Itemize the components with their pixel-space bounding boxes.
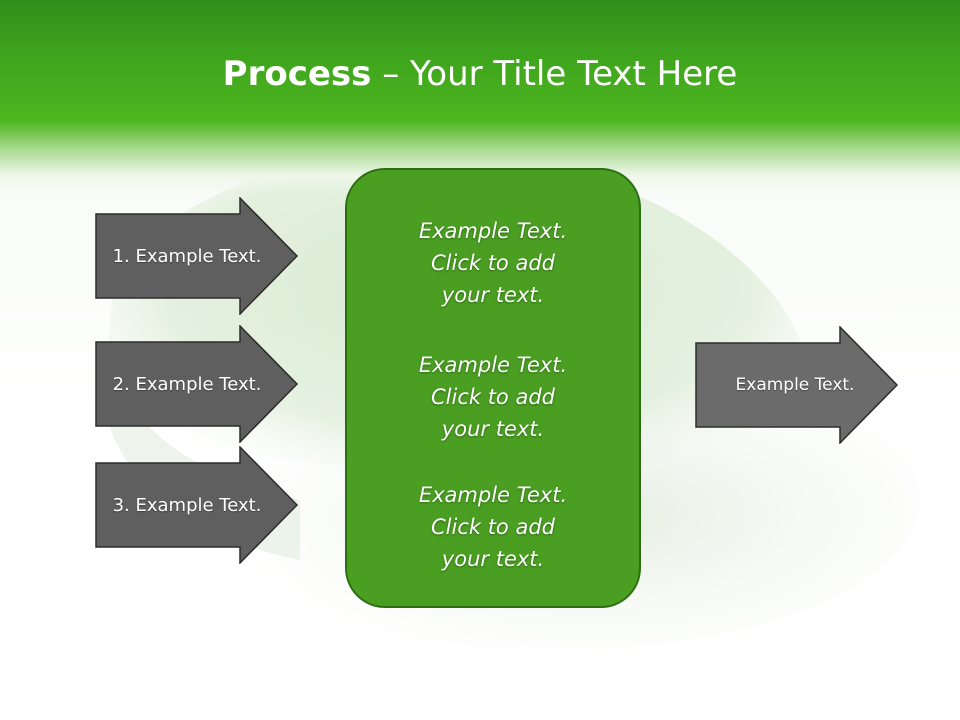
- left-arrow-3-label: 3. Example Text.: [112, 494, 262, 516]
- title-dash: –: [371, 54, 411, 94]
- arrow-shape-icon: [95, 325, 299, 443]
- left-arrow-2[interactable]: 2. Example Text.: [95, 325, 299, 443]
- left-arrow-2-label: 2. Example Text.: [112, 373, 262, 395]
- text-block-3-line-2: Click to add: [430, 515, 555, 539]
- text-block-3-line-3: your text.: [441, 547, 545, 571]
- arrow-shape-icon: [95, 197, 299, 315]
- text-block-2: Example Text. Click to add your text.: [347, 349, 639, 445]
- right-arrow[interactable]: Example Text.: [695, 326, 899, 444]
- text-block-2-line-3: your text.: [441, 417, 545, 441]
- slide-title: Process – Your Title Text Here: [0, 50, 960, 98]
- right-arrow-label: Example Text.: [735, 375, 855, 395]
- left-arrow-1[interactable]: 1. Example Text.: [95, 197, 299, 315]
- title-rest: Your Title Text Here: [410, 54, 738, 94]
- text-block-1-line-2: Click to add: [430, 251, 555, 275]
- text-block-1-line-3: your text.: [441, 283, 545, 307]
- title-strong: Process: [222, 54, 372, 94]
- left-arrow-3[interactable]: 3. Example Text.: [95, 446, 299, 564]
- text-block-3-line-1: Example Text.: [418, 483, 568, 507]
- center-text-box[interactable]: Example Text. Click to add your text. Ex…: [345, 168, 641, 608]
- arrow-shape-icon: [695, 326, 899, 444]
- text-block-1: Example Text. Click to add your text.: [347, 215, 639, 311]
- arrow-shape-icon: [95, 446, 299, 564]
- header-band: [0, 0, 960, 195]
- text-block-2-line-2: Click to add: [430, 385, 555, 409]
- text-block-2-line-1: Example Text.: [418, 353, 568, 377]
- text-block-1-line-1: Example Text.: [418, 219, 568, 243]
- left-arrow-1-label: 1. Example Text.: [112, 245, 262, 267]
- text-block-3: Example Text. Click to add your text.: [347, 479, 639, 575]
